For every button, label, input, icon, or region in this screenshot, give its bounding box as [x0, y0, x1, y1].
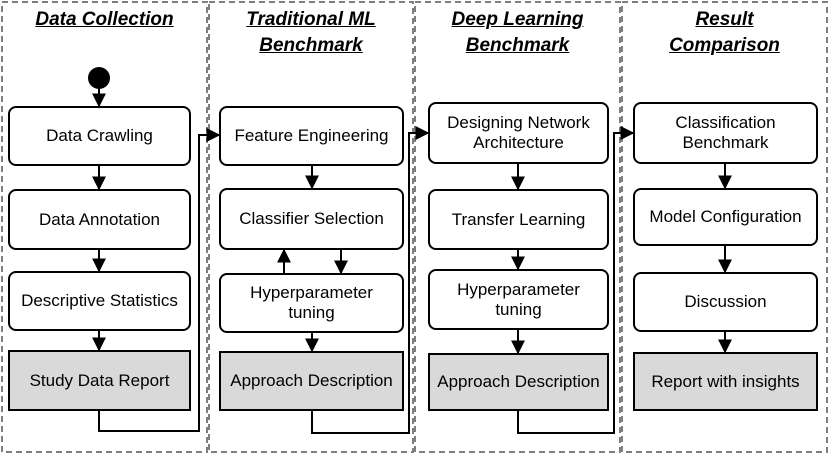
- step-hyperparameter-tuning-dl: Hyperparameter tuning: [428, 269, 609, 330]
- step-label: Hyperparameter tuning: [250, 283, 373, 322]
- step-feature-engineering: Feature Engineering: [219, 106, 404, 166]
- output-approach-description-dl: Approach Description: [428, 353, 609, 411]
- step-data-crawling: Data Crawling: [8, 106, 191, 166]
- step-data-annotation: Data Annotation: [8, 189, 191, 250]
- output-report-with-insights: Report with insights: [633, 352, 818, 411]
- step-label: Data Crawling: [46, 126, 153, 145]
- step-label: Hyperparameter tuning: [457, 279, 580, 319]
- step-descriptive-statistics: Descriptive Statistics: [8, 271, 191, 331]
- header-data-collection: Data Collection: [35, 9, 174, 30]
- connector-approach-to-benchmark: [517, 126, 635, 434]
- panel-data-collection: [1, 1, 208, 453]
- step-label: Designing Network Architecture: [447, 113, 590, 152]
- connector-approach-to-design: [311, 126, 430, 434]
- step-classification-benchmark: Classification Benchmark: [633, 102, 818, 164]
- header-traditional-ml: Traditional ML Benchmark: [246, 9, 376, 56]
- panel-deep-learning: [414, 1, 621, 453]
- step-discussion: Discussion: [633, 272, 818, 332]
- step-label: Transfer Learning: [451, 209, 586, 229]
- step-label: Classifier Selection: [239, 209, 384, 228]
- output-study-data-report: Study Data Report: [8, 350, 191, 411]
- panel-traditional-ml: [208, 1, 414, 453]
- step-transfer-learning: Transfer Learning: [428, 189, 609, 250]
- step-label: Feature Engineering: [234, 126, 389, 145]
- output-label: Approach Description: [437, 372, 600, 391]
- start-node: [88, 67, 110, 89]
- step-label: Data Annotation: [39, 209, 160, 229]
- step-label: Model Configuration: [649, 207, 802, 226]
- panel-result-comparison: [621, 1, 828, 453]
- output-label: Study Data Report: [29, 370, 170, 390]
- step-designing-network-architecture: Designing Network Architecture: [428, 102, 609, 164]
- step-label: Discussion: [684, 292, 767, 311]
- header-result-comparison: Result Comparison: [669, 9, 780, 56]
- output-approach-description: Approach Description: [219, 351, 404, 411]
- connector-report-to-feature: [98, 128, 221, 432]
- step-label: Classification Benchmark: [675, 113, 776, 152]
- output-label: Report with insights: [651, 371, 800, 391]
- step-label: Descriptive Statistics: [21, 291, 178, 310]
- step-hyperparameter-tuning: Hyperparameter tuning: [219, 273, 404, 333]
- header-deep-learning: Deep Learning Benchmark: [451, 9, 584, 56]
- step-model-configuration: Model Configuration: [633, 188, 818, 246]
- output-label: Approach Description: [230, 371, 393, 390]
- step-classifier-selection: Classifier Selection: [219, 188, 404, 250]
